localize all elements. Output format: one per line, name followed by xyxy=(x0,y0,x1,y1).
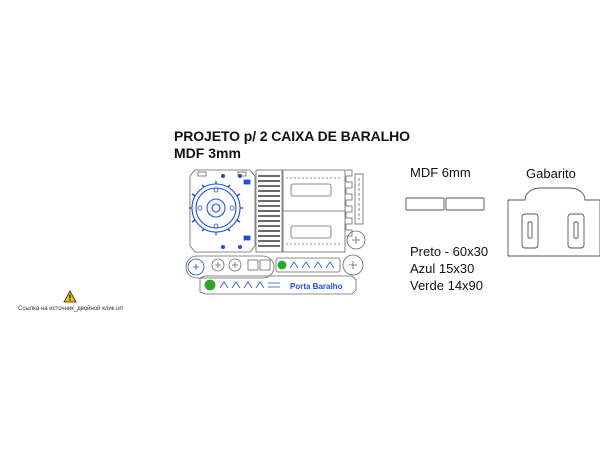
token-row xyxy=(185,255,275,279)
project-title: PROJETO p/ 2 CAIXA DE BARALHO xyxy=(174,128,410,144)
blue-marks xyxy=(220,173,251,249)
box-panel-right xyxy=(282,169,346,253)
mdf6-label: MDF 6mm xyxy=(410,165,471,180)
spec-black: Preto - 60x30 xyxy=(410,244,489,259)
gear-icon xyxy=(191,183,241,233)
spec-blue: Azul 15x30 xyxy=(410,261,475,276)
gear-small-holes xyxy=(197,187,235,229)
bottom-label-strip xyxy=(199,275,357,295)
gabarito-label: Gabarito xyxy=(526,166,576,181)
gear-teeth xyxy=(189,181,243,235)
gabarito-template xyxy=(507,187,600,257)
link-note[interactable]: Ссылка на источник_двойной клик.url xyxy=(18,306,123,312)
spec-green: Verde 14x90 xyxy=(410,278,484,293)
finger-joint-edge xyxy=(345,169,364,237)
mdf6-pieces xyxy=(405,197,485,211)
slotted-strip xyxy=(255,169,283,253)
warning-icon[interactable] xyxy=(63,290,77,303)
green-strip xyxy=(275,257,341,273)
piece-text: Porta Baralho xyxy=(290,282,343,291)
knob-icon xyxy=(342,230,366,276)
material-subtitle: MDF 3mm xyxy=(174,145,241,161)
